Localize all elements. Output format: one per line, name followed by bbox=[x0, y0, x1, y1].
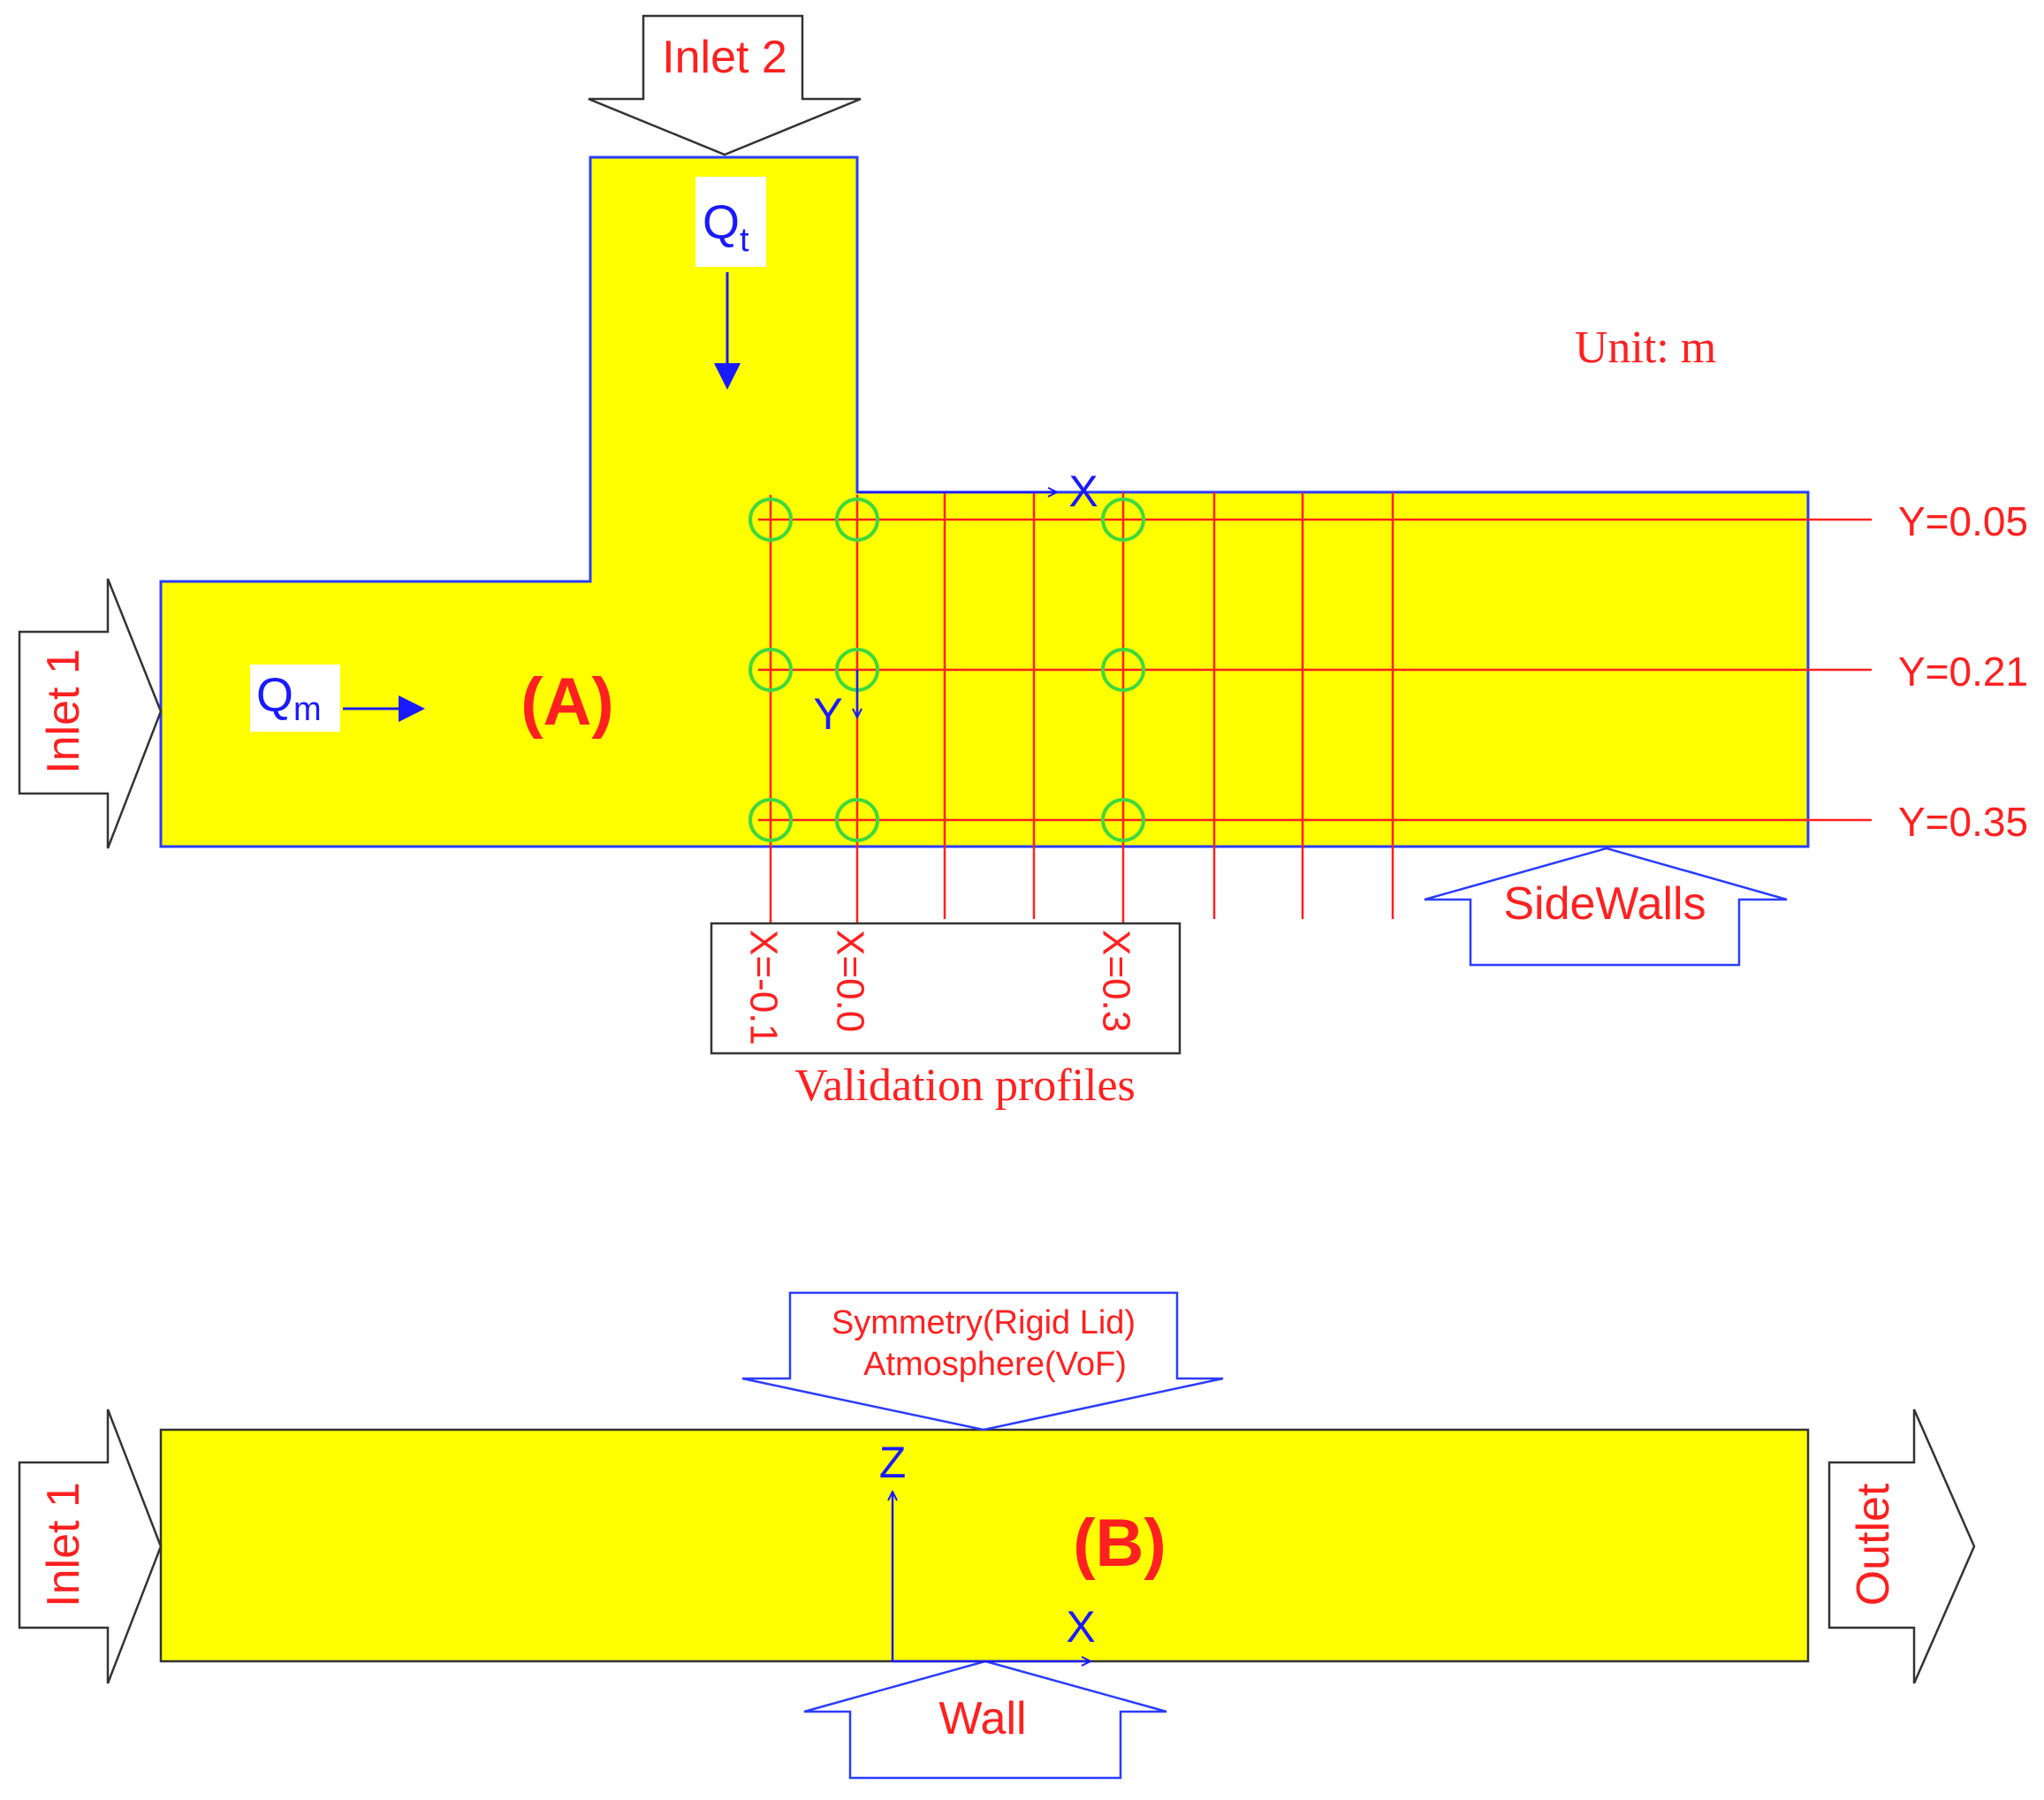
inlet-1-label-b: Inlet 1 bbox=[38, 1482, 89, 1607]
measurement-marker bbox=[1101, 497, 1145, 542]
panel-b: Symmetry(Rigid Lid) Atmosphere(VoF) Inle… bbox=[18, 1291, 1976, 1780]
panel-a-label: (A) bbox=[520, 665, 614, 740]
unit-note: Unit: m bbox=[1575, 323, 1716, 373]
top-boundary-arrow-icon bbox=[741, 1291, 1224, 1432]
measurement-marker bbox=[835, 798, 879, 842]
x-profile-label: X=0.3 bbox=[1095, 930, 1138, 1032]
y-profile-labels: Y=0.05 Y=0.21 Y=0.35 bbox=[1898, 498, 2028, 845]
x-axis-label-b: X bbox=[1066, 1602, 1095, 1652]
y-profile-label: Y=0.05 bbox=[1898, 498, 2028, 544]
wall-arrow: Wall bbox=[803, 1659, 1167, 1780]
sidewalls-arrow-icon bbox=[1424, 847, 1788, 967]
top-boundary-line2: Atmosphere(VoF) bbox=[863, 1346, 1127, 1383]
q-t-label-bg bbox=[695, 177, 766, 267]
main-flow: Qm bbox=[250, 665, 425, 732]
x-profile-lines bbox=[769, 492, 1394, 923]
measurement-marker bbox=[835, 497, 879, 542]
x-profile-label: X=0.0 bbox=[829, 930, 872, 1032]
outlet-arrow: Outlet bbox=[1827, 1409, 1976, 1684]
measurement-marker bbox=[1101, 798, 1145, 842]
y-profile-label: Y=0.21 bbox=[1898, 649, 2028, 695]
y-profile-label: Y=0.35 bbox=[1898, 799, 2028, 845]
q-t-symbol: Q bbox=[703, 196, 740, 249]
panel-b-label: (B) bbox=[1073, 1506, 1166, 1581]
x-profile-box bbox=[710, 922, 1182, 1055]
inlet-2-label: Inlet 2 bbox=[662, 32, 787, 83]
confluence-domain bbox=[159, 156, 1810, 848]
q-m-symbol: Q bbox=[256, 669, 293, 722]
inlet-1-arrow-icon bbox=[18, 578, 163, 849]
x-axis-label-a: X bbox=[1068, 467, 1098, 516]
q-m-label: Qm bbox=[256, 669, 322, 728]
q-m-label-bg bbox=[250, 665, 340, 732]
measurement-marker bbox=[748, 497, 793, 542]
q-m-subscript: m bbox=[293, 691, 322, 728]
wall-arrow-icon bbox=[803, 1659, 1167, 1780]
measurement-markers bbox=[748, 497, 1145, 842]
outlet-arrow-icon bbox=[1827, 1409, 1976, 1684]
inlet-1-arrow-b: Inlet 1 bbox=[18, 1409, 163, 1684]
measurement-marker bbox=[748, 798, 793, 842]
x-profile-label-box: X=-0.1 X=0.0 X=0.3 bbox=[710, 922, 1182, 1055]
inlet-1-arrow-icon bbox=[18, 1409, 163, 1684]
longitudinal-domain bbox=[159, 1428, 1810, 1663]
top-boundary-line1: Symmetry(Rigid Lid) bbox=[832, 1304, 1136, 1341]
sidewalls-label: SideWalls bbox=[1503, 878, 1706, 930]
outlet-label: Outlet bbox=[1848, 1483, 1899, 1606]
q-t-label: Qt bbox=[703, 196, 749, 259]
measurement-marker bbox=[1101, 648, 1145, 692]
sidewalls-arrow: SideWalls bbox=[1424, 847, 1788, 967]
tributary-flow: Qt bbox=[695, 177, 766, 390]
panel-a: Inlet 2 Inlet 1 Qt Qm (A) Unit: m bbox=[18, 14, 2028, 1111]
inlet-2-arrow: Inlet 2 bbox=[588, 14, 862, 156]
inlet-2-arrow-icon bbox=[588, 14, 862, 156]
x-profile-label: X=-0.1 bbox=[742, 930, 786, 1045]
measurement-marker bbox=[748, 648, 793, 692]
inlet-1-arrow-a: Inlet 1 bbox=[18, 578, 163, 849]
top-boundary-arrow: Symmetry(Rigid Lid) Atmosphere(VoF) bbox=[741, 1291, 1224, 1432]
axes-b: Z X bbox=[879, 1438, 1096, 1661]
y-axis-label-a: Y bbox=[813, 689, 842, 739]
wall-label: Wall bbox=[938, 1693, 1026, 1744]
q-t-subscript: t bbox=[740, 222, 749, 259]
axes-a: X Y bbox=[813, 467, 1098, 739]
validation-caption: Validation profiles bbox=[794, 1060, 1136, 1111]
z-axis-label: Z bbox=[879, 1438, 907, 1487]
inlet-1-label-a: Inlet 1 bbox=[38, 649, 89, 774]
